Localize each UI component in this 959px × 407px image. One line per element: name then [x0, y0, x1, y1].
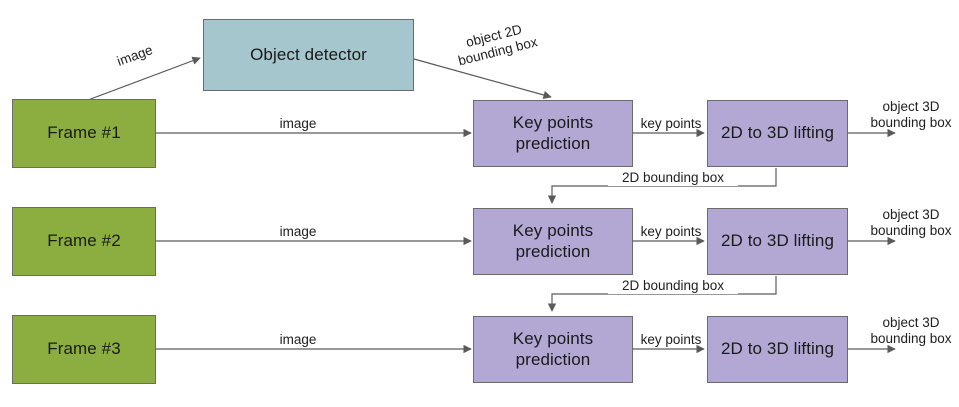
node-label: Object detector: [250, 44, 367, 64]
edge-label-lift3-output: object 3D bounding box: [866, 315, 956, 347]
edge-detector-to-kp1: [413, 58, 552, 100]
node-object-detector[interactable]: Object detector: [203, 19, 414, 91]
edge-label-frame1-to-detector: image: [114, 42, 155, 69]
node-label: Frame #3: [47, 339, 121, 359]
edge-label-lift1-output: object 3D bounding box: [866, 99, 956, 131]
node-label: Frame #1: [47, 123, 121, 143]
edge-frame1-to-detector: [87, 56, 201, 101]
node-label-line-1: Key points: [512, 220, 594, 240]
node-label-line-1: Key points: [512, 112, 594, 132]
edge-label-kp2-to-lift2: key points: [640, 224, 702, 239]
edge-label-frame2-to-kp2: image: [279, 224, 317, 239]
edge-label-line-2: bounding box: [870, 331, 952, 347]
edge-label-line-1: object 3D: [882, 99, 940, 114]
node-label: Key points prediction: [513, 113, 593, 154]
edge-label-line-1: object 3D: [882, 315, 940, 330]
node-2d-to-3d-lifting-2[interactable]: 2D to 3D lifting: [707, 208, 848, 275]
node-label: 2D to 3D lifting: [720, 231, 835, 251]
edge-label-frame1-to-kp1: image: [279, 116, 317, 131]
node-key-points-prediction-2[interactable]: Key points prediction: [473, 208, 633, 275]
edge-label-detector-to-kp1: object 2D bounding box: [446, 17, 547, 72]
node-2d-to-3d-lifting-1[interactable]: 2D to 3D lifting: [707, 100, 848, 167]
edge-label-kp1-to-lift1: key points: [640, 116, 702, 131]
node-label: Key points prediction: [513, 221, 593, 262]
node-label: 2D to 3D lifting: [720, 123, 835, 143]
edge-label-kp3-to-lift3: key points: [640, 332, 702, 347]
node-label-line-2: prediction: [515, 241, 591, 261]
node-frame-3[interactable]: Frame #3: [12, 315, 156, 384]
node-label: Frame #2: [47, 231, 121, 251]
edge-label-lift1-to-kp2-feedback: 2D bounding box: [608, 170, 738, 187]
node-key-points-prediction-3[interactable]: Key points prediction: [473, 316, 633, 383]
edge-label-lift2-to-kp3-feedback: 2D bounding box: [608, 278, 738, 295]
edge-label-line-2: bounding box: [870, 223, 952, 239]
node-frame-2[interactable]: Frame #2: [12, 207, 156, 276]
node-key-points-prediction-1[interactable]: Key points prediction: [473, 100, 633, 167]
node-label-line-1: Key points: [512, 328, 594, 348]
edge-label-lift2-output: object 3D bounding box: [866, 207, 956, 239]
node-label-line-2: prediction: [515, 133, 591, 153]
node-2d-to-3d-lifting-3[interactable]: 2D to 3D lifting: [707, 316, 848, 383]
node-label: Key points prediction: [513, 329, 593, 370]
edge-label-line-1: object 3D: [882, 207, 940, 222]
edge-label-line-2: bounding box: [870, 115, 952, 131]
edge-label-frame3-to-kp3: image: [279, 332, 317, 347]
node-label-line-2: prediction: [515, 349, 591, 369]
node-frame-1[interactable]: Frame #1: [12, 99, 156, 168]
node-label: 2D to 3D lifting: [720, 339, 835, 359]
